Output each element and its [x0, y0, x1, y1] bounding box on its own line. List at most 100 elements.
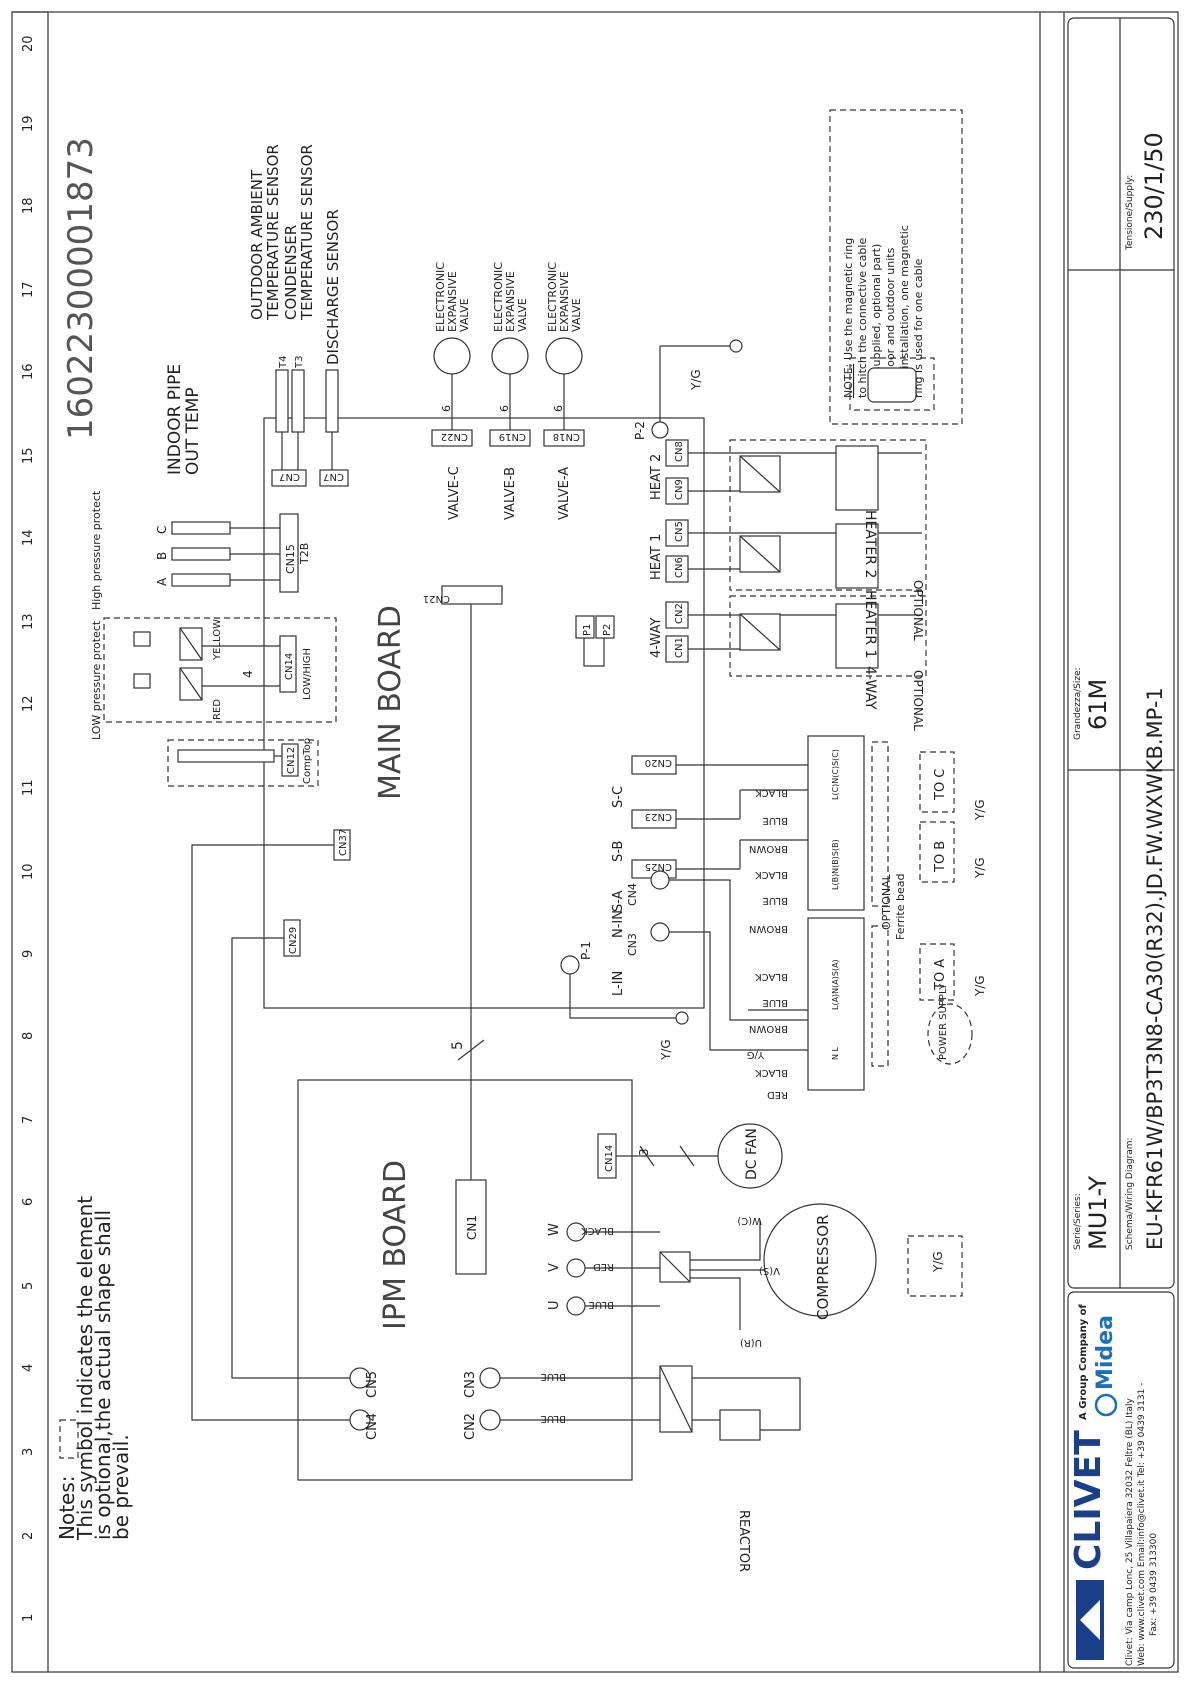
cn23-label: CN23	[645, 811, 672, 822]
main-board-title: MAIN BOARD	[373, 605, 408, 800]
sensor-group: OUTDOOR AMBIENT TEMPERATURE SENSOR CONDE…	[155, 144, 349, 593]
indoor-pipe-label: INDOOR PIPE	[165, 364, 185, 475]
wire-color: BLACK	[755, 787, 788, 798]
t3-label: T3	[294, 356, 305, 369]
indoor-pipe-label-2: OUT TEMP	[183, 387, 203, 475]
nin-label: N-IN	[611, 910, 626, 938]
border-number: 8	[21, 1032, 36, 1040]
terminal-block-label: L(A)N(A)S(A)	[831, 959, 840, 1010]
wire-color: BROWN	[749, 1023, 788, 1034]
cn19-label: CN19	[499, 431, 526, 442]
cn7-label: CN7	[279, 471, 300, 482]
notes-line: This symbol indicates the element	[73, 1196, 97, 1541]
cn14-label: CN14	[284, 653, 295, 680]
terminal-group: S-C S-B S-A CN20 CN23 CN25 N-IN CN4 L-IN…	[191, 735, 987, 1421]
cn20-label: CN20	[645, 757, 672, 768]
cn18-label: CN18	[553, 431, 580, 442]
ev-label: EXPANSIVE	[558, 271, 571, 332]
wire-color: BLACK	[755, 869, 788, 880]
border-number-column: 1 2 3 4 5 6 7 8 9 10 11 12 13 14 15 16 1…	[21, 35, 36, 1622]
phase-w: W	[547, 1223, 562, 1236]
sa-label: S-A	[611, 890, 626, 912]
border-number: 3	[21, 1448, 36, 1456]
wire-color: BLUE	[540, 1371, 566, 1382]
border-number: 5	[21, 1282, 36, 1290]
heater1-label: HEATER 1	[862, 590, 878, 658]
heat2-label: HEAT 2	[649, 454, 664, 500]
ipm-board-title: IPM BOARD	[378, 1160, 413, 1330]
sheet-frame	[11, 11, 1179, 1673]
note-line: of indoor and outdoor units	[884, 247, 897, 398]
reactor-label: REACTOR	[736, 1510, 751, 1572]
wire-color: BLUE	[762, 895, 788, 906]
ev-label: EXPANSIVE	[504, 271, 517, 332]
cn8-label: CN8	[674, 441, 685, 462]
note-line: ring is used for one cable	[912, 258, 925, 398]
p1-terminal-label: P-1	[579, 941, 593, 960]
wire-color: RED	[593, 1261, 614, 1272]
yg-label: Y/G	[973, 975, 987, 997]
compressor-label: COMPRESSOR	[814, 1215, 832, 1320]
clivet-logo: CLIVET	[1068, 1430, 1109, 1660]
wire-red-label: RED	[212, 699, 223, 720]
wire-color: BLACK	[755, 1067, 788, 1078]
address-line: Clivet: Via camp Lonc, 25 Villapaiera 32…	[1125, 1398, 1135, 1666]
border-number: 6	[21, 1198, 36, 1206]
ferrite-label: Ferrite bead	[894, 874, 907, 940]
border-number: 10	[21, 863, 36, 880]
border-number: 14	[21, 529, 36, 546]
outdoor-ambient-label: OUTDOOR AMBIENT	[248, 169, 266, 320]
ev-label: VALVE	[458, 298, 471, 332]
ipm-cn3: CN3	[463, 1371, 478, 1398]
group-name: Midea	[1093, 1315, 1118, 1390]
border-number: 16	[21, 363, 36, 380]
ipm-cn4: CN4	[365, 1413, 380, 1440]
note-line: (not supplied, optional part)	[870, 244, 883, 398]
heater2-label: HEATER 2	[862, 510, 878, 578]
wire-count: 6	[552, 405, 565, 412]
t4-label: T4	[278, 356, 289, 369]
cn7-label: CN7	[323, 471, 344, 482]
cn29-label: CN29	[288, 927, 299, 954]
phase-u: U	[547, 1300, 562, 1310]
border-number: 11	[21, 779, 36, 796]
cn25-label: CN25	[645, 861, 672, 872]
yg-label: Y/G	[689, 369, 703, 391]
valves-group: ELECTRONIC EXPANSIVE VALVE ELECTRONIC EX…	[431, 262, 585, 520]
cn22-label: CN22	[441, 431, 468, 442]
heater-group: P-2 Y/G HEAT 2 HEAT 1 4-WAY CN8 CN9 CN5 …	[575, 339, 927, 731]
heat1-label: HEAT 1	[649, 534, 664, 580]
phase-v: V	[547, 1263, 562, 1272]
cn6-label: CN6	[674, 557, 685, 578]
sc-label: S-C	[611, 786, 626, 808]
yg-label: Y/G	[973, 799, 987, 821]
wire-count: 4	[241, 670, 255, 678]
cn5-label: CN5	[674, 521, 685, 542]
notes: Notes: This symbol indicates the element…	[55, 1196, 133, 1541]
low-pressure-label: LOW pressure protect	[90, 620, 103, 740]
t2b-label: T2B	[298, 543, 311, 565]
wire-color: BLUE	[588, 1299, 614, 1310]
magnetic-ring-note: NOTE: Use the magnetic ring to hitch the…	[829, 109, 963, 425]
cn15-label: CN15	[284, 544, 297, 574]
yg-label: Y/G	[973, 857, 987, 879]
sensor-c-label: C	[155, 526, 169, 534]
cn1-label: CN1	[674, 637, 685, 658]
border-number: 19	[21, 115, 36, 132]
wire-yellow-label: YELLOW	[212, 619, 223, 661]
border-number: 4	[21, 1364, 36, 1372]
yg-label: Y/G	[931, 1251, 945, 1273]
border-number: 17	[21, 281, 36, 298]
note-line: to hitch the connective cable	[856, 238, 869, 398]
high-pressure-label: High pressure protect	[90, 490, 103, 610]
address-line: Web: www.clivet.com Email:info@clivet.it…	[1137, 1383, 1147, 1666]
border-number: 1	[21, 1614, 36, 1622]
ev-label: VALVE	[570, 298, 583, 332]
cn9-label: CN9	[674, 479, 685, 500]
group-label: A Group Company of	[1078, 1303, 1089, 1420]
supply-label: Tensione/Supply:	[1125, 175, 1135, 251]
note-title: NOTE:	[842, 364, 855, 398]
cn37-label: CN37	[338, 829, 349, 856]
diagram-label: Schema/Wiring Diagram:	[1125, 1137, 1135, 1250]
